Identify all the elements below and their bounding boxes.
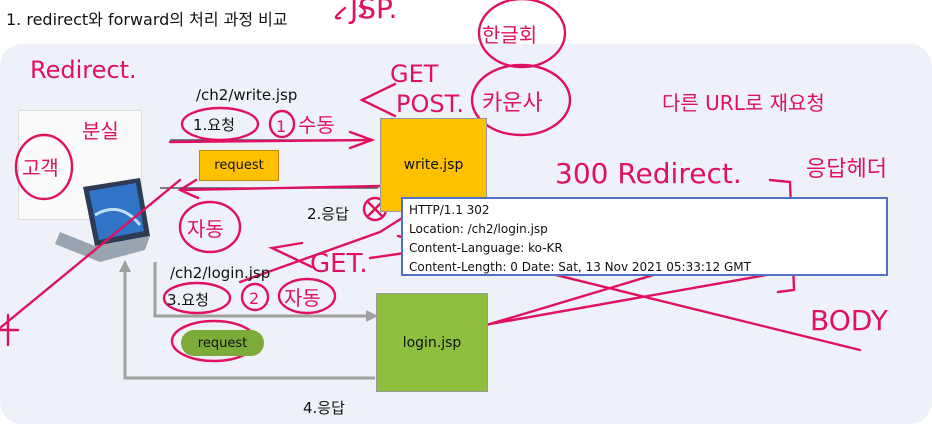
circle-hangul	[477, 0, 567, 69]
ink-arrow-step1	[168, 130, 376, 150]
circle-step3	[162, 281, 232, 315]
ink-body: BODY	[810, 304, 889, 337]
ink-post: POST.	[396, 90, 464, 118]
ink-bracket-getpost	[359, 82, 397, 118]
write-jsp-box: write.jsp	[380, 118, 487, 212]
circle-step1	[180, 106, 260, 142]
step3-arrow	[153, 262, 366, 318]
ink-bunsil: 분실	[82, 119, 119, 143]
ink-jadong2: 자동	[284, 286, 321, 310]
write-path-label: /ch2/write.jsp	[196, 86, 298, 104]
ink-redirect: Redirect.	[30, 56, 137, 84]
x-mark	[366, 200, 384, 218]
ink-jadong: 자동	[187, 217, 224, 241]
section-heading: 1. redirect와 forward의 처리 과정 비교	[6, 10, 288, 29]
ink-get: GET	[390, 60, 439, 88]
ink-jsp-scribble	[334, 4, 367, 20]
request-box-top: request	[199, 150, 279, 181]
step3-arrowhead	[366, 310, 378, 322]
circle-num1	[268, 109, 296, 139]
ink-num2: 2	[249, 289, 259, 308]
ink-korean-url: 다른 URL로 재요청	[662, 91, 825, 115]
ink-response-header: 응답헤더	[806, 157, 887, 182]
ink-sudong: 수동	[298, 113, 335, 137]
http-length-line: Content-Length: 0 Date: Sat, 13 Nov 2021…	[409, 260, 751, 274]
ink-arrow-step2	[177, 178, 384, 200]
circle-jadong2	[277, 277, 337, 315]
circle-gogaek	[14, 133, 74, 201]
login-path-label: /ch2/login.jsp	[170, 264, 271, 282]
login-jsp-box: login.jsp	[376, 293, 488, 392]
http-response-box: HTTP/1.1 302 Location: /ch2/login.jsp Co…	[401, 197, 888, 276]
request-box-bottom: request	[181, 330, 264, 356]
ink-num1: 1	[276, 117, 286, 136]
http-location-line: Location: /ch2/login.jsp	[409, 222, 548, 236]
ink-status: 300 Redirect.	[555, 157, 742, 190]
step4-label: 4.응답	[303, 399, 345, 417]
circle-kansa	[470, 63, 572, 137]
circle-jadong	[178, 200, 242, 254]
ink-jsp: JSP.	[348, 0, 397, 25]
step4-arrow	[123, 270, 375, 380]
ink-gogaek: 고객	[22, 156, 59, 180]
http-status-line: HTTP/1.1 302	[409, 203, 490, 217]
step4-arrowhead	[119, 260, 131, 272]
ink-kansa: 카운사	[482, 91, 543, 116]
circle-num2	[240, 282, 270, 312]
ink-hangul: 한글회	[482, 23, 537, 47]
http-language-line: Content-Language: ko-KR	[409, 241, 563, 255]
step3-label: 3.요청	[167, 291, 209, 309]
ink-left-mark	[0, 178, 182, 347]
laptop-icon	[55, 178, 150, 262]
step1-label: 1.요청	[193, 116, 235, 134]
step2-label: 2.응답	[307, 205, 349, 223]
ink-get2: GET.	[310, 249, 368, 279]
